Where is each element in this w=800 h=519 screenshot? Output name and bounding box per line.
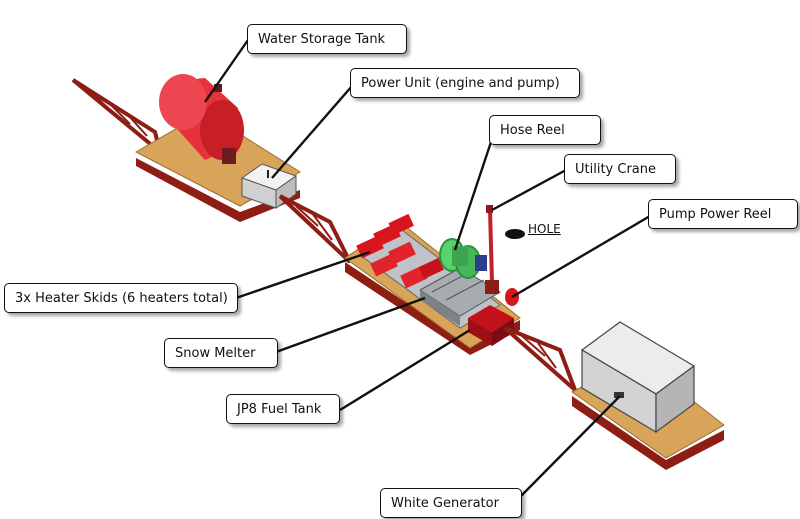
label-utility-crane: Utility Crane [564, 154, 676, 184]
power-unit-box [240, 163, 298, 209]
leader-jp8-fuel-tank [339, 328, 471, 412]
heater-melter-sled [278, 194, 521, 355]
right-sled-hitch [503, 326, 577, 392]
leader-white-generator [519, 395, 621, 498]
heater-skids [356, 213, 444, 289]
leader-heater-skids [235, 250, 371, 300]
label-power-unit: Power Unit (engine and pump) [350, 68, 580, 98]
utility-crane [485, 205, 499, 294]
water-storage-tank [159, 74, 244, 164]
hose-reel [439, 238, 487, 279]
label-snow-melter: Snow Melter [164, 338, 278, 368]
generator-sled [503, 321, 725, 470]
left-sled-runner [136, 158, 300, 222]
hole-marker [505, 229, 525, 239]
label-pump-power-reel: Pump Power Reel [648, 199, 798, 229]
label-white-generator: White Generator [380, 488, 522, 518]
leader-pump-power-reel [511, 214, 651, 299]
label-jp8-fuel-tank: JP8 Fuel Tank [226, 394, 340, 424]
water-tank-sled [71, 74, 301, 222]
label-heater-skids: 3x Heater Skids (6 heaters total) [4, 283, 238, 313]
snow-melter [419, 267, 501, 326]
label-hose-reel: Hose Reel [489, 115, 601, 145]
middle-sled-hitch [278, 194, 352, 264]
leader-power-unit [271, 85, 353, 179]
leader-lines [204, 39, 651, 498]
jp8-fuel-tank [468, 305, 514, 346]
leader-snow-melter [275, 296, 426, 354]
leader-utility-crane [491, 168, 567, 212]
label-water-storage-tank: Water Storage Tank [247, 24, 407, 54]
white-generator [580, 321, 696, 434]
right-sled-runner [572, 396, 724, 470]
leader-water-storage-tank [204, 39, 249, 103]
label-hole: HOLE [528, 222, 561, 236]
leader-hose-reel [453, 129, 497, 251]
